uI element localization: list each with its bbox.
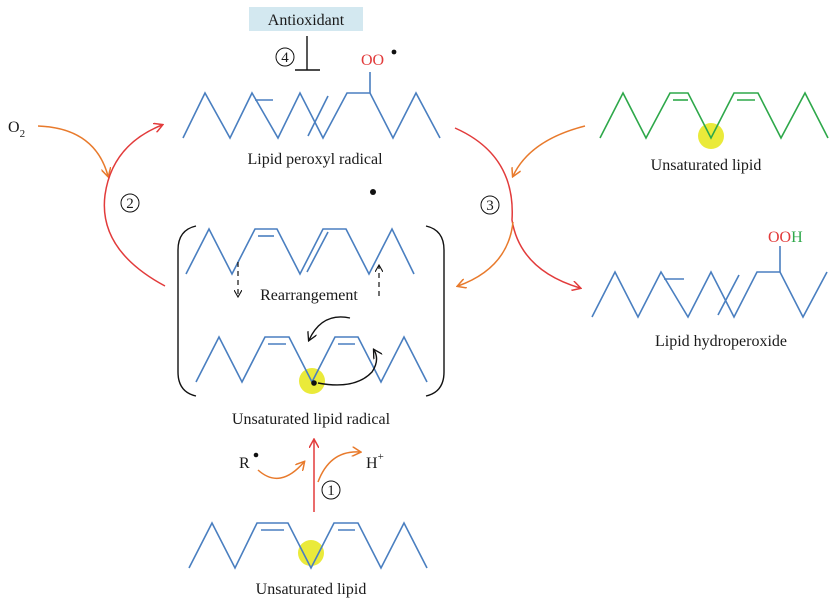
inhibition-symbol — [295, 36, 320, 71]
step-2-number: 2 — [126, 196, 134, 212]
step-4-number: 4 — [281, 50, 289, 66]
o2-arrow — [37, 125, 108, 176]
step-2-arrow — [103, 125, 166, 287]
ooh-o-label: OO — [768, 229, 791, 246]
step-3-orange-in-arrow — [513, 125, 586, 176]
upper-radical-dot — [370, 189, 376, 195]
ooh-h-label: H — [791, 229, 803, 246]
h-abstraction-arrow — [317, 452, 360, 483]
unsat-lipid-top-structure — [599, 91, 829, 149]
oo-radical-dot — [391, 49, 397, 55]
step-2-marker: 2 — [120, 193, 140, 213]
step-4-marker: 4 — [275, 47, 295, 67]
left-bracket — [177, 225, 197, 397]
lower-radical-structure — [195, 335, 428, 394]
unsat-radical-label: Unsaturated lipid radical — [232, 411, 391, 428]
unsat-lipid-bottom-structure — [188, 521, 428, 570]
step-1-number: 1 — [327, 483, 335, 499]
oo-radical-group: OO — [361, 52, 384, 69]
r-radical-dot — [253, 452, 259, 458]
hydroperoxide-label: Lipid hydroperoxide — [655, 333, 787, 350]
unsat-lipid-bottom-label: Unsaturated lipid — [256, 581, 367, 598]
rearrangement-label: Rearrangement — [260, 287, 358, 304]
ooh-group: OOH — [768, 229, 803, 246]
right-bracket — [425, 225, 445, 397]
electron-push-arrow-1 — [317, 350, 377, 386]
h-plus-symbol: H+ — [366, 451, 384, 472]
upper-radical-structure — [185, 227, 415, 276]
antioxidant-label: Antioxidant — [268, 12, 345, 29]
r-radical-arrow — [257, 462, 304, 479]
peroxyl-radical-structure — [182, 72, 441, 140]
peroxyl-radical-label: Lipid peroxyl radical — [247, 151, 383, 168]
step-3-number: 3 — [486, 198, 494, 214]
unsat-lipid-top-label: Unsaturated lipid — [651, 157, 762, 174]
step-3-red-arrow — [454, 127, 580, 288]
step-3-orange-out-arrow — [458, 221, 514, 286]
step-1-marker: 1 — [321, 480, 341, 500]
antioxidant-box — [249, 7, 363, 31]
unsat-lipid-bottom-highlight — [298, 540, 324, 566]
unsat-lipid-top-highlight — [698, 123, 724, 149]
electron-push-arrow-2 — [309, 316, 351, 340]
step-3-marker: 3 — [480, 195, 500, 215]
hydroperoxide-structure — [591, 246, 828, 319]
r-radical-symbol: R — [239, 455, 250, 472]
o2-symbol: O2 — [8, 119, 25, 140]
lower-radical-dot — [311, 380, 317, 386]
oo-label: OO — [361, 52, 384, 69]
